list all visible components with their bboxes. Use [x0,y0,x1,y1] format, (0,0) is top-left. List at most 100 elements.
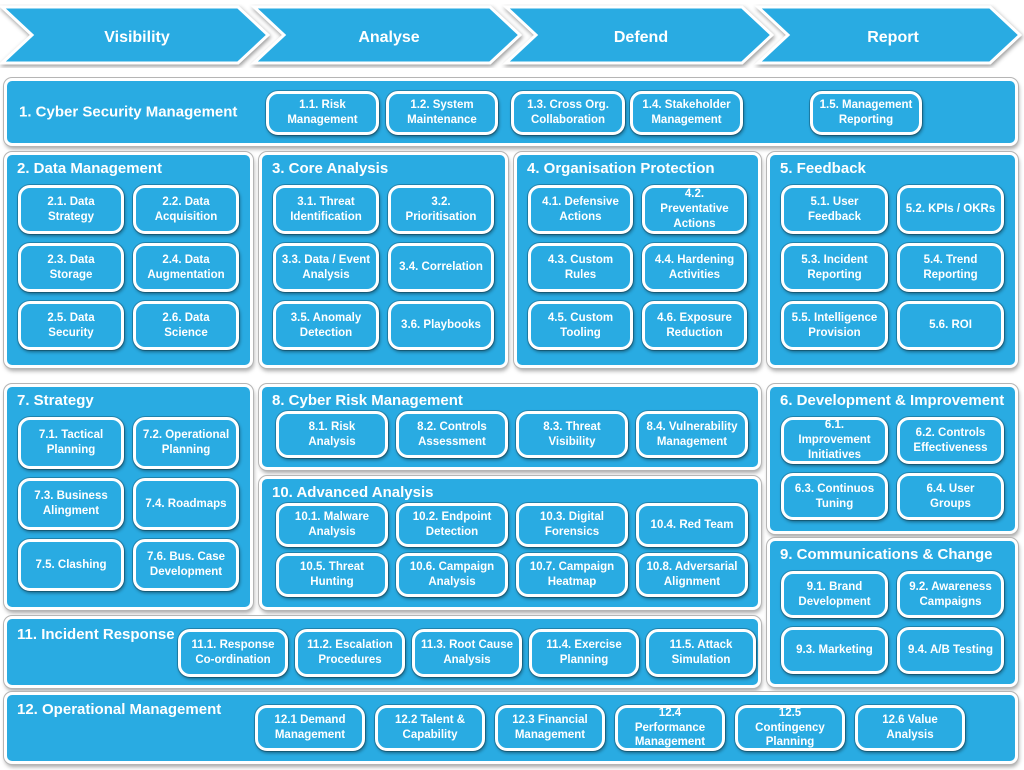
capability-box: 5.5. Intelligence Provision [781,301,888,350]
capability-box: 4.2. Preventative Actions [642,185,747,234]
section-core-analysis: 3. Core Analysis 3.1. Threat Identificat… [259,152,508,368]
section-title: 6. Development & Improvement [780,392,1005,409]
capability-box: 6.4. User Groups [897,473,1004,520]
capability-box: 3.4. Correlation [388,243,494,292]
capability-box: 9.4. A/B Testing [897,627,1004,674]
capability-box: 12.4 Performance Management [615,705,725,751]
capability-box: 12.3 Financial Management [495,705,605,751]
section-title: 2. Data Management [17,160,163,177]
capability-box: 5.1. User Feedback [781,185,888,234]
capability-box: 2.2. Data Acquisition [133,185,239,234]
capability-box: 1.3. Cross Org. Collaboration [511,91,625,135]
capability-box: 5.3. Incident Reporting [781,243,888,292]
section-organisation-protection: 4. Organisation Protection 4.1. Defensiv… [514,152,761,368]
capability-box: 3.1. Threat Identification [273,185,379,234]
capability-box: 7.3. Business Alingment [18,478,124,530]
capability-box: 10.2. Endpoint Detection [396,503,508,547]
arrow-shape-defend [502,5,775,65]
capability-box: 10.6. Campaign Analysis [396,553,508,597]
section-feedback: 5. Feedback 5.1. User Feedback 5.2. KPIs… [767,152,1018,368]
section-items: 10.1. Malware Analysis 10.2. Endpoint De… [262,501,758,597]
capability-box: 7.4. Roadmaps [133,478,239,530]
capability-box: 11.3. Root Cause Analysis [412,629,522,677]
section-cyber-security-management: 1. Cyber Security Management 1.1. Risk M… [4,78,1018,146]
capability-box: 2.5. Data Security [18,301,124,350]
section-items: 5.1. User Feedback 5.2. KPIs / OKRs 5.3.… [770,179,1015,358]
capability-box: 8.2. Controls Assessment [396,411,508,458]
section-communications-change: 9. Communications & Change 9.1. Brand De… [767,538,1018,687]
section-items: 2.1. Data Strategy 2.2. Data Acquisition… [7,179,250,358]
capability-box: 7.6. Bus. Case Development [133,539,239,591]
capability-box: 1.2. System Maintenance [386,91,498,135]
capability-box: 12.2 Talent & Capability [375,705,485,751]
capability-box: 6.3. Continuos Tuning [781,473,888,520]
section-items: 11.1. Response Co-ordination 11.2. Escal… [178,629,756,677]
section-title: 4. Organisation Protection [527,160,715,177]
capability-box: 4.3. Custom Rules [528,243,633,292]
capability-box: 3.3. Data / Event Analysis [273,243,379,292]
capability-box: 3.5. Anomaly Detection [273,301,379,350]
capability-box: 4.6. Exposure Reduction [642,301,747,350]
capability-box: 12.6 Value Analysis [855,705,965,751]
capability-box: 8.1. Risk Analysis [276,411,388,458]
section-advanced-analysis: 10. Advanced Analysis 10.1. Malware Anal… [259,476,761,610]
capability-box: 9.3. Marketing [781,627,888,674]
section-items: 3.1. Threat Identification 3.2. Prioriti… [262,179,505,358]
section-title: 10. Advanced Analysis [272,484,434,501]
capability-box: 11.2. Escalation Procedures [295,629,405,677]
capability-box: 10.3. Digital Forensics [516,503,628,547]
capability-box: 7.1. Tactical Planning [18,417,124,469]
capability-box: 11.1. Response Co-ordination [178,629,288,677]
capability-box: 11.4. Exercise Planning [529,629,639,677]
capability-box: 7.2. Operational Planning [133,417,239,469]
capability-box: 8.3. Threat Visibility [516,411,628,458]
section-items: 6.1. Improvement Initiatives 6.2. Contro… [770,411,1015,528]
section-items: 9.1. Brand Development 9.2. Awareness Ca… [770,565,1015,682]
capability-box: 12.5 Contingency Planning [735,705,845,751]
section-title: 5. Feedback [780,160,866,177]
capability-box: 9.1. Brand Development [781,571,888,618]
capability-box: 1.5. Management Reporting [810,91,922,135]
capability-box: 1.4. Stakeholder Management [630,91,743,135]
process-flow-arrows: Visibility Analyse Defend Report [0,4,1024,68]
capability-box: 4.5. Custom Tooling [528,301,633,350]
capability-box: 3.2. Prioritisation [388,185,494,234]
capability-box: 10.7. Campaign Heatmap [516,553,628,597]
process-arrows-graphic [0,5,1023,65]
section-items: 8.1. Risk Analysis 8.2. Controls Assessm… [262,409,758,458]
section-cyber-risk-management: 8. Cyber Risk Management 8.1. Risk Analy… [259,384,761,470]
section-title: 8. Cyber Risk Management [272,392,463,409]
arrow-shape-analyse [250,5,523,65]
section-title: 3. Core Analysis [272,160,389,177]
capability-box: 2.3. Data Storage [18,243,124,292]
capability-box: 8.4. Vulnerability Management [636,411,748,458]
capability-box: 3.6. Playbooks [388,301,494,350]
capability-box: 1.1. Risk Management [266,91,379,135]
capability-box: 2.6. Data Science [133,301,239,350]
capability-box: 12.1 Demand Management [255,705,365,751]
section-incident-response: 11. Incident Response 11.1. Response Co-… [4,616,761,688]
capability-box: 5.4. Trend Reporting [897,243,1004,292]
capability-box: 6.1. Improvement Initiatives [781,417,888,464]
capability-box: 2.4. Data Augmentation [133,243,239,292]
section-title: 1. Cyber Security Management [19,103,238,121]
section-title: 7. Strategy [17,392,94,409]
section-items: 7.1. Tactical Planning 7.2. Operational … [7,411,250,599]
capability-box: 7.5. Clashing [18,539,124,591]
section-items: 12.1 Demand Management 12.2 Talent & Cap… [255,705,965,751]
capability-box: 2.1. Data Strategy [18,185,124,234]
capability-box: 10.4. Red Team [636,503,748,547]
section-title: 11. Incident Response [17,626,175,643]
capability-box: 6.2. Controls Effectiveness [897,417,1004,464]
capability-box: 10.1. Malware Analysis [276,503,388,547]
section-operational-management: 12. Operational Management 12.1 Demand M… [4,692,1018,764]
section-development-improvement: 6. Development & Improvement 6.1. Improv… [767,384,1018,534]
capability-box: 10.8. Adversarial Alignment [636,553,748,597]
section-items: 4.1. Defensive Actions 4.2. Preventative… [517,179,758,358]
section-data-management: 2. Data Management 2.1. Data Strategy 2.… [4,152,253,368]
capability-box: 11.5. Attack Simulation [646,629,756,677]
section-strategy: 7. Strategy 7.1. Tactical Planning 7.2. … [4,384,253,610]
arrow-shape-visibility [0,5,271,65]
capability-box: 10.5. Threat Hunting [276,553,388,597]
